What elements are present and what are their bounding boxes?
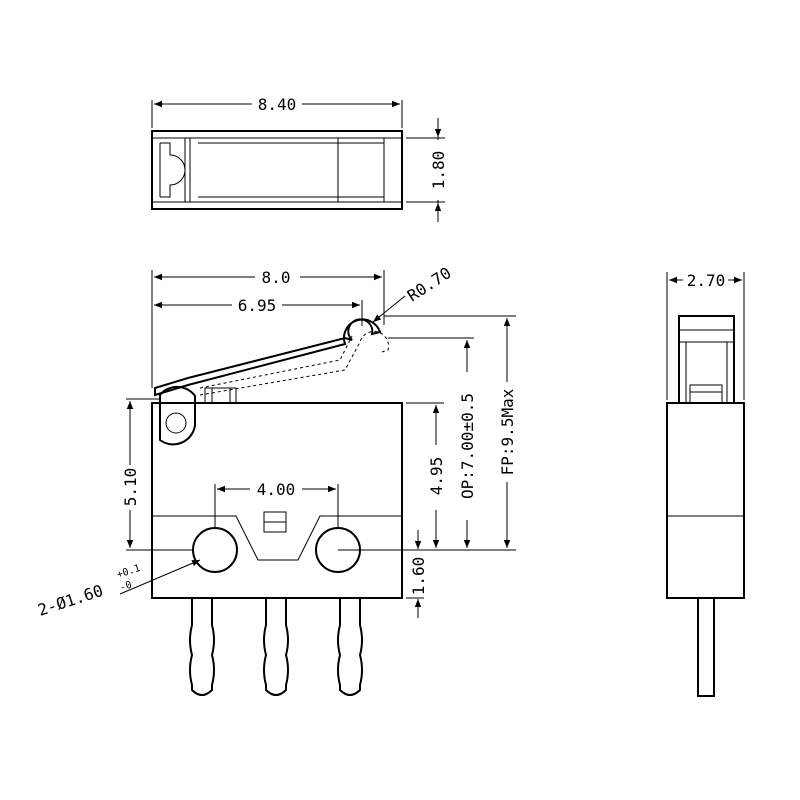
side-pin bbox=[697, 597, 715, 697]
dim-top-height: 1.80 bbox=[406, 118, 448, 222]
dim-hole-spacing-label: 4.00 bbox=[257, 480, 296, 499]
mount-hole-left bbox=[192, 527, 238, 573]
dim-operating-position: OP:7.00±0.5 bbox=[388, 337, 477, 548]
dim-lever-position-label: 6.95 bbox=[238, 296, 277, 315]
dim-hole-tol-minus: -0 bbox=[119, 580, 134, 594]
dim-radius-label: R0.70 bbox=[404, 263, 455, 305]
top-view bbox=[151, 130, 403, 210]
dim-top-height-label: 1.80 bbox=[429, 151, 448, 190]
dim-lever-position: 6.95 bbox=[154, 296, 363, 326]
dim-hole-diameter: 2-Ø1.60 +0.1 -0 bbox=[35, 559, 201, 620]
dim-free-position-label: FP:9.5Max bbox=[498, 388, 517, 475]
dim-free-position: FP:9.5Max bbox=[384, 315, 517, 548]
dim-side-width: 2.70 bbox=[666, 271, 745, 400]
dim-pin-offset-label: 1.60 bbox=[409, 557, 428, 596]
dim-height-495: 4.95 bbox=[406, 402, 446, 548]
pin-left bbox=[189, 598, 215, 696]
dim-height-495-label: 4.95 bbox=[427, 457, 446, 496]
dim-hole-diameter-label: 2-Ø1.60 bbox=[35, 581, 105, 620]
dim-front-width-label: 8.0 bbox=[262, 268, 291, 287]
dim-hole-tol-plus: +0.1 bbox=[116, 563, 142, 581]
side-view bbox=[666, 315, 745, 697]
pin-center bbox=[263, 598, 289, 696]
dim-height-510: 5.10 bbox=[121, 398, 193, 551]
dim-front-width: 8.0 bbox=[151, 268, 385, 388]
pin-right bbox=[337, 598, 363, 696]
dim-top-width-label: 8.40 bbox=[258, 95, 297, 114]
dim-top-width: 8.40 bbox=[151, 95, 403, 128]
dim-height-510-label: 5.10 bbox=[121, 468, 140, 507]
dim-pin-offset: 1.60 bbox=[406, 530, 428, 618]
front-view bbox=[151, 318, 403, 696]
dim-side-width-label: 2.70 bbox=[687, 271, 726, 290]
dim-hole-spacing: 4.00 bbox=[214, 480, 339, 528]
dim-operating-position-label: OP:7.00±0.5 bbox=[458, 393, 477, 499]
dim-radius: R0.70 bbox=[372, 263, 455, 323]
